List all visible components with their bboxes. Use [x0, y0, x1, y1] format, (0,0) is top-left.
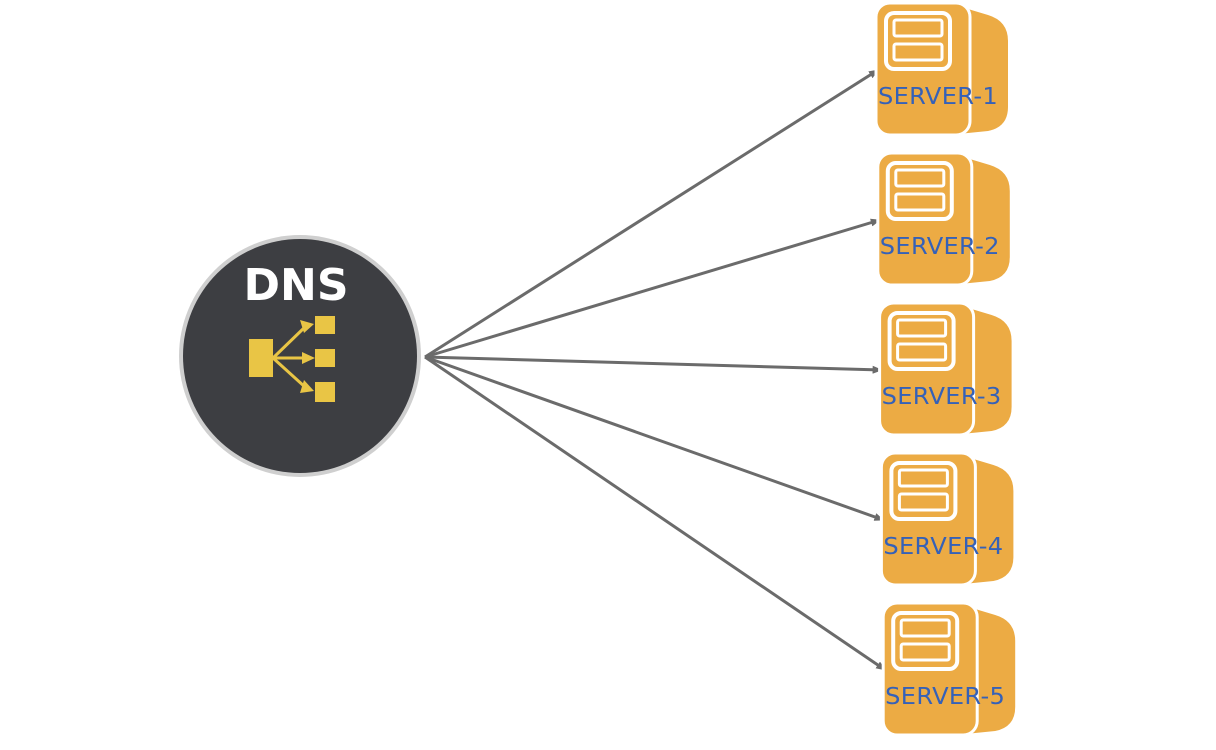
server-drive-slot-top	[892, 18, 944, 38]
server-drive-slot-top	[897, 468, 949, 488]
server-drive-bay	[885, 161, 954, 221]
arrow-to-server-2	[424, 218, 881, 359]
server-drive-slot-bottom	[899, 642, 951, 662]
arrow-to-server-1	[424, 68, 879, 359]
server-label: SERVER-5	[885, 684, 1005, 710]
server-drive-slot-top	[899, 618, 951, 638]
server-drive-slot-bottom	[897, 492, 949, 512]
arrows	[424, 68, 887, 672]
server-drive-slot-bottom	[892, 42, 944, 62]
dns-circle	[183, 239, 417, 473]
distribution-icon	[249, 316, 335, 402]
server-drive-bay	[887, 311, 956, 371]
server-drive-slot-top	[894, 168, 946, 188]
server-4: SERVER-4	[879, 451, 1014, 587]
server-drive-bay	[891, 611, 960, 671]
server-drive-slot-bottom	[894, 192, 946, 212]
server-1: SERVER-1	[874, 1, 1008, 137]
server-drive-bay	[889, 461, 958, 521]
server-drive-slot-bottom	[896, 342, 948, 362]
dns-label: DNS	[243, 260, 348, 311]
arrow-to-server-4	[424, 355, 885, 522]
server-label: SERVER-3	[882, 384, 1002, 410]
dns-node: DNS	[179, 235, 421, 477]
server-drive-bay	[884, 11, 952, 71]
server-label: SERVER-1	[878, 84, 998, 110]
server-drive-slot-top	[896, 318, 948, 338]
server-5: SERVER-5	[881, 601, 1016, 737]
server-3: SERVER-3	[878, 301, 1012, 437]
server-label: SERVER-4	[883, 534, 1003, 560]
arrow-to-server-3	[424, 355, 883, 374]
server-2: SERVER-2	[876, 151, 1010, 287]
server-label: SERVER-2	[880, 234, 1000, 260]
arrow-to-server-5	[424, 355, 887, 672]
